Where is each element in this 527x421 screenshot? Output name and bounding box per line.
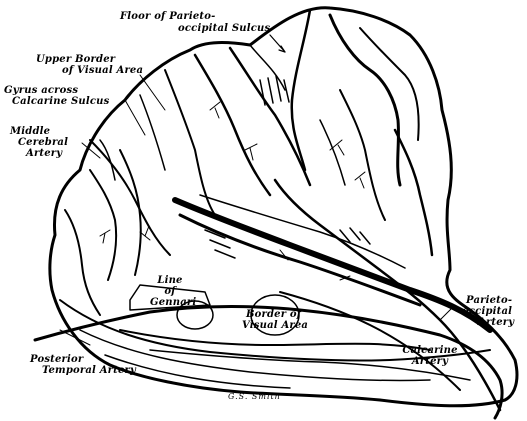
artist-signature: G.S. Smith (228, 392, 281, 401)
parieto-occipital-artery-label-2: occipital (462, 306, 513, 317)
middle-cerebral-label-1: Middle (10, 126, 51, 137)
gyrus-across-label-2: Calcarine Sulcus (12, 96, 110, 107)
posterior-temporal-artery-label-1: Posterior (30, 354, 84, 365)
floor-parieto-occipital-label-2: occipital Sulcus (178, 23, 271, 34)
brain-outline (48, 6, 519, 408)
posterior-temporal-artery (33, 304, 504, 420)
calcarine-artery-label-2: Artery (411, 356, 449, 367)
parieto-occipital-artery-label-1: Parieto- (466, 295, 513, 306)
floor-parieto-occipital-label-1: Floor of Parieto- (120, 11, 216, 22)
upper-border-label-1: Upper Border (36, 54, 116, 65)
posterior-temporal-artery-label-2: Temporal Artery (42, 365, 137, 376)
middle-cerebral-label-2: Cerebral (18, 137, 69, 148)
line-of-gennari-label-3: Gennari (150, 297, 197, 308)
gyrus-across-label-1: Gyrus across (4, 85, 79, 96)
calcarine-artery (279, 291, 461, 391)
calcarine-artery-label-1: Calcarine (402, 345, 458, 356)
parieto-occipital-artery (273, 178, 502, 412)
line-of-gennari-label-1: Line (157, 275, 183, 286)
middle-cerebral-label-3: Artery (26, 148, 63, 159)
border-visual-area-label-1: Border of (246, 309, 302, 320)
calcarine-sulcus (172, 197, 493, 333)
parieto-occipital-artery-label-3: Artery (478, 317, 515, 328)
border-visual-area-label-2: Visual Area (242, 320, 309, 331)
middle-cerebral-artery (89, 139, 171, 256)
upper-border-label-2: of Visual Area (62, 65, 144, 76)
line-of-gennari-label-2: of (164, 286, 176, 297)
